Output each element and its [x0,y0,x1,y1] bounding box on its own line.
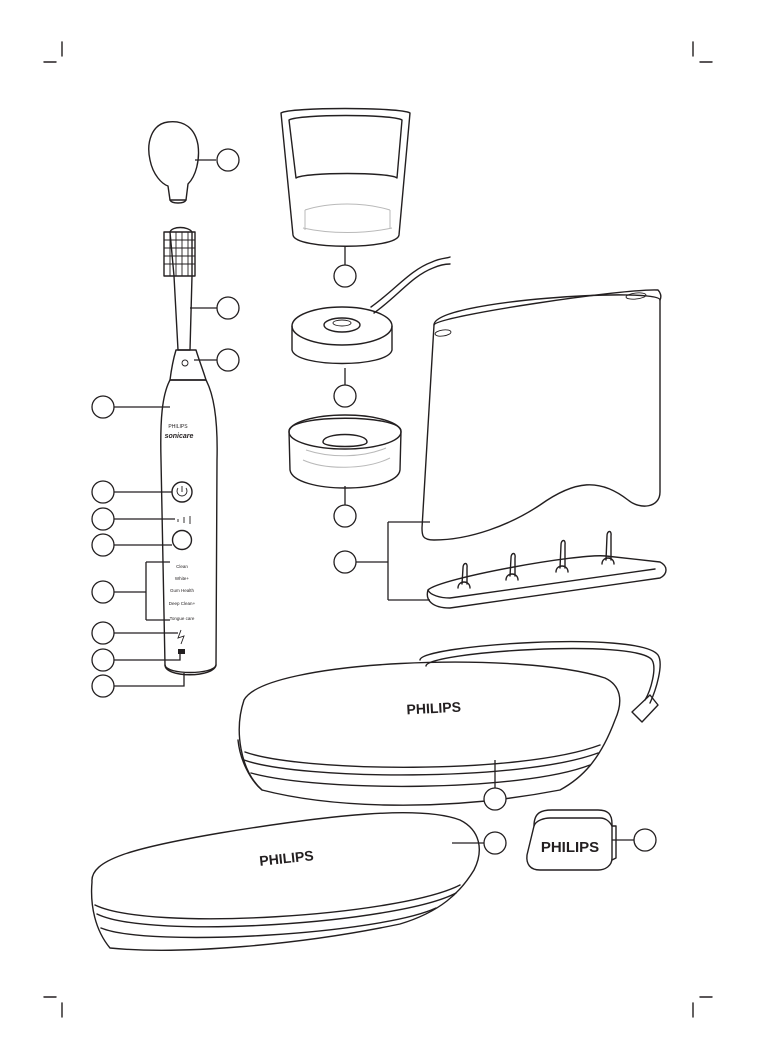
bristles [164,232,195,276]
callout-wall-adapter [634,829,656,851]
brush-head-indicator [182,360,188,366]
callout-intensity [92,508,114,530]
callout-brush-head [217,297,239,319]
callout-brush-cap [217,149,239,171]
callout-handle [92,396,114,418]
callout-power [92,481,114,503]
power-icon [177,486,187,496]
travel-case-logo: PHILIPS [259,847,315,869]
intensity-indicator [178,516,190,524]
brush-head-cap [149,122,199,203]
mode-clean: Clean [176,564,188,569]
handle-brand: PHILIPS [168,424,188,430]
callout-adapter [334,505,356,527]
handle-top [170,350,206,380]
mode-deep-clean: Deep Clean+ [169,601,196,606]
charging-adapter [289,415,401,488]
charger-base [292,257,450,364]
brushsync-icon [178,630,184,644]
power-handle: PHILIPS sonicare Clean White+ Gum Health… [161,228,217,675]
callout-base [92,675,114,697]
callout-battery [92,649,114,671]
brush-head-holder [422,290,666,608]
brush-neck [170,228,192,351]
handle-subbrand: sonicare [165,433,194,440]
mode-white: White+ [175,576,190,581]
callouts [92,149,656,854]
callout-glass [334,265,356,287]
mode-button [173,531,192,550]
travel-charging-case: PHILIPS [238,642,660,806]
mode-tongue-care: Tongue care [170,616,195,621]
callout-brushsync [92,622,114,644]
callout-charging-case [484,788,506,810]
callout-charger [334,385,356,407]
travel-case: PHILIPS [92,813,480,951]
usb-wall-adapter: PHILIPS [527,810,616,870]
mode-gum-health: Gum Health [170,588,195,593]
callout-travel-case [484,832,506,854]
crop-marks [44,42,712,1017]
battery-icon [178,649,185,654]
callout-modes [92,581,114,603]
callout-mode [92,534,114,556]
charging-glass [281,109,410,247]
case-logo: PHILIPS [406,699,461,718]
callout-head-ring [217,349,239,371]
adapter-logo: PHILIPS [541,839,599,856]
callout-holder [334,551,356,573]
